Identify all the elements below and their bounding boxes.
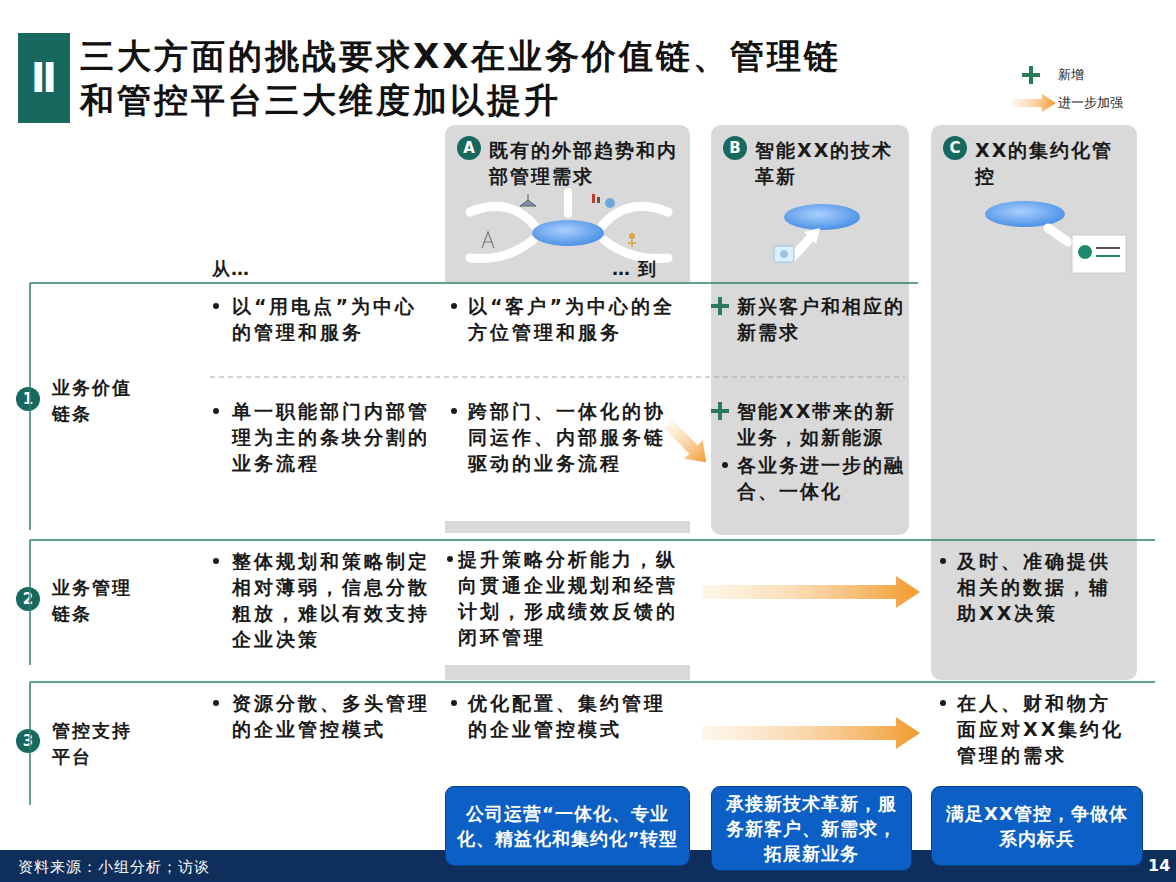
badge-text: 3: [23, 734, 33, 749]
row-badge: 3: [16, 729, 40, 753]
badge-text: B: [729, 141, 740, 156]
new-plus: [711, 297, 729, 315]
summary-text: 满足XX管控，争做体系内标兵: [940, 801, 1134, 851]
row-label: 管控支持平台: [52, 718, 150, 770]
bullet-dot: [213, 558, 219, 564]
cell-text: 跨部门、一体化的协同运作、内部服务链驱动的业务流程: [468, 398, 672, 476]
badge-text: A: [463, 141, 475, 156]
bullet-dot: [722, 462, 728, 468]
cell-text: 以“客户”为中心的全方位管理和服务: [468, 293, 676, 345]
page-number: 14: [1148, 856, 1172, 876]
summary-box: 公司运营“一体化、专业化、精益化和集约化”转型: [445, 786, 690, 866]
column-heading: 智能XX的技术革新: [755, 137, 901, 189]
column-badge: B: [723, 136, 747, 160]
column-strip: [445, 665, 690, 680]
badge-text: 2: [23, 592, 33, 607]
cell-text: 智能XX带来的新业务，如新能源: [737, 398, 909, 450]
bullet-dot: [213, 408, 219, 414]
bullet-dot: [451, 408, 457, 414]
cell-text: 以“用电点”为中心的管理和服务: [232, 293, 436, 345]
summary-text: 承接新技术革新，服务新客户、新需求，拓展新业务: [720, 791, 903, 866]
column-to: … 到: [612, 256, 684, 282]
cell-text: 资源分散、多头管理的企业管控模式: [232, 690, 436, 742]
cell-text: 单一职能部门内部管理为主的条块分割的业务流程: [232, 398, 436, 476]
row-badge: 2: [16, 587, 40, 611]
bullet-dot: [451, 303, 457, 309]
cell-text: 及时、准确提供相关的数据，辅助XX决策: [957, 548, 1129, 626]
new-plus: [711, 402, 729, 420]
bullet-dot: [940, 700, 946, 706]
column-from: 从…: [212, 256, 312, 282]
legend-text: 进一步加强: [1058, 95, 1123, 111]
column-heading: XX的集约化管控: [975, 137, 1129, 189]
strengthen-arrow: [702, 717, 920, 749]
column-badge: C: [943, 136, 967, 160]
bullet-dot: [940, 558, 946, 564]
title-square: [18, 33, 70, 123]
slide-title: 三大方面的挑战要求XX在业务价值链、管理链和管控平台三大维度加以提升: [80, 34, 860, 122]
bullet-dot: [213, 700, 219, 706]
cell-text: 整体规划和策略制定相对薄弱，信息分散粗放，难以有效支持企业决策: [232, 548, 436, 652]
column-heading: 既有的外部趋势和内部管理需求: [489, 137, 682, 189]
strengthen-arrow: [659, 415, 716, 472]
bullet-dot: [213, 303, 219, 309]
source-note: 资料来源：小组分析；访谈: [18, 857, 318, 877]
summary-box: 满足XX管控，争做体系内标兵: [931, 786, 1143, 866]
bullet-dot: [447, 556, 453, 562]
cell-text: 优化配置、集约管理的企业管控模式: [468, 690, 676, 742]
legend-plus: [1022, 66, 1040, 84]
badge-text: C: [949, 141, 960, 156]
row-badge: 1: [16, 387, 40, 411]
column-badge: A: [457, 136, 481, 160]
badge-text: 1: [23, 392, 33, 407]
row-label: 业务管理链条: [52, 575, 150, 627]
summary-box: 承接新技术革新，服务新客户、新需求，拓展新业务: [711, 786, 912, 871]
strengthen-arrow: [702, 576, 920, 608]
legend-text: 新增: [1058, 67, 1084, 83]
cell-text: 在人、财和物方面应对XX集约化管理的需求: [957, 690, 1129, 768]
section-numeral: Ⅱ: [18, 33, 70, 123]
row-label: 业务价值链条: [52, 375, 150, 427]
bullet-dot: [451, 700, 457, 706]
cell-text: 提升策略分析能力，纵向贯通企业规划和经营计划，形成绩效反馈的闭环管理: [458, 546, 688, 650]
column-strip: [445, 521, 690, 533]
legend-arrow: [1012, 94, 1056, 112]
summary-text: 公司运营“一体化、专业化、精益化和集约化”转型: [454, 801, 681, 851]
cell-text: 新兴客户和相应的新需求: [737, 293, 909, 345]
cell-text: 各业务进一步的融合、一体化: [737, 452, 909, 504]
